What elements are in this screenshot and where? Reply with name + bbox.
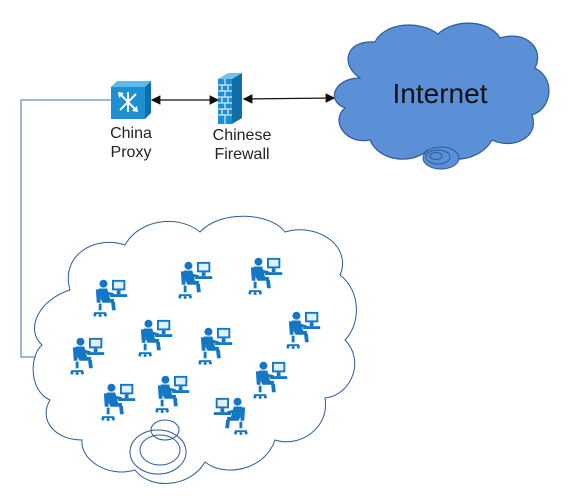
proxy-label: China Proxy	[110, 125, 152, 161]
internet-label: Internet	[392, 78, 488, 109]
cloud-icon	[333, 22, 550, 170]
firewall-icon	[218, 73, 242, 124]
firewall-internet-arrow	[242, 93, 336, 104]
proxy-to-users-link	[20, 99, 112, 358]
router-cube-icon	[111, 81, 151, 119]
firewall-label: Chinese Firewall	[212, 127, 272, 163]
